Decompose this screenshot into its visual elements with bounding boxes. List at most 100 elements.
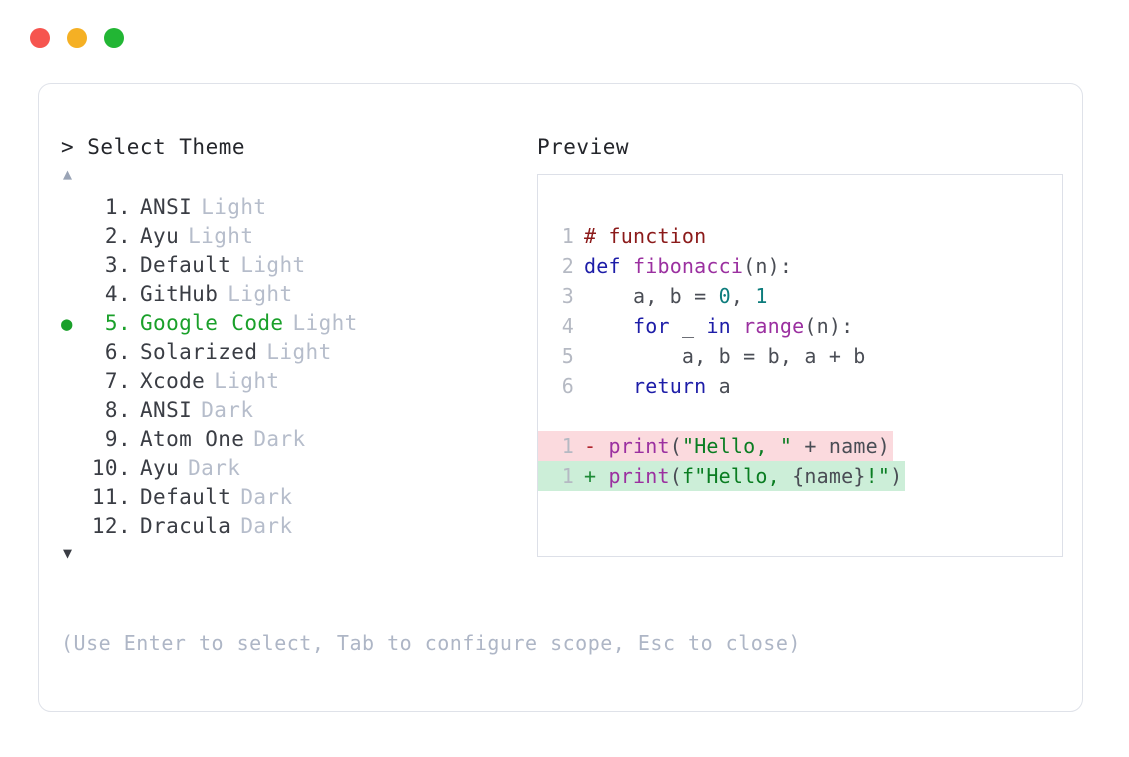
code-token: f"Hello,: [681, 464, 793, 488]
theme-item-name: Default: [140, 485, 232, 509]
page-title: > Select Theme: [61, 135, 246, 159]
line-number: 6: [561, 374, 574, 398]
code-line-text: for _ in range(n):: [584, 311, 853, 341]
code-line: 1 # function: [538, 221, 1062, 251]
theme-list-item[interactable]: 1. ANSI Light: [61, 193, 531, 222]
code-token: in: [706, 314, 731, 338]
code-token: fibonacci: [632, 254, 744, 278]
theme-list-item[interactable]: 12. Dracula Dark: [61, 512, 531, 541]
window-maximize-button[interactable]: [104, 28, 124, 48]
code-line: 6 return a: [538, 371, 1062, 401]
code-token: a, b =: [584, 284, 719, 308]
scroll-down-icon[interactable]: ▼: [63, 544, 73, 562]
line-number: 1: [561, 224, 574, 248]
theme-item-name: Ayu: [140, 456, 180, 480]
theme-item-name: GitHub: [140, 282, 219, 306]
code-token: return: [632, 374, 707, 398]
preview-label: Preview: [537, 135, 630, 159]
line-number: 1: [538, 461, 584, 491]
code-token: 0: [718, 284, 731, 308]
code-line-text: # function: [584, 221, 706, 251]
code-token: # function: [584, 224, 707, 248]
code-token: [584, 374, 633, 398]
code-token: [731, 314, 743, 338]
code-line: 4 for _ in range(n):: [538, 311, 1062, 341]
code-token: !": [865, 464, 891, 488]
code-token: ,: [730, 284, 756, 308]
theme-item-name: Solarized: [140, 340, 258, 364]
theme-item-name: Google Code: [140, 311, 284, 335]
code-line-text: def fibonacci(n):: [584, 251, 792, 281]
line-number: 4: [561, 314, 574, 338]
theme-item-mode: Dark: [253, 427, 306, 451]
diff-line-del: 1- print("Hello, " + name): [538, 431, 1062, 461]
code-line-text: a, b = 0, 1: [584, 281, 768, 311]
code-token: ): [890, 464, 903, 488]
line-number: 1: [538, 431, 584, 461]
theme-item-index: 6.: [104, 340, 131, 364]
code-token: (n):: [743, 254, 793, 278]
theme-list-item[interactable]: 8. ANSI Dark: [61, 396, 531, 425]
code-token: [584, 314, 633, 338]
line-number: 3: [561, 284, 574, 308]
theme-item-mode: Dark: [240, 514, 293, 538]
theme-item-mode: Dark: [240, 485, 293, 509]
theme-item-mode: Light: [188, 224, 254, 248]
code-token: _: [669, 314, 707, 338]
theme-item-mode: Dark: [201, 398, 254, 422]
theme-item-name: ANSI: [140, 398, 193, 422]
theme-item-index: 9.: [104, 427, 131, 451]
theme-item-index: 5.: [104, 311, 131, 335]
theme-item-mode: Dark: [188, 456, 241, 480]
theme-item-mode: Light: [240, 253, 306, 277]
theme-item-mode: Light: [292, 311, 358, 335]
diff-sign: +: [584, 464, 609, 488]
line-number: 2: [561, 254, 574, 278]
code-token: a: [706, 374, 731, 398]
code-line-text: return a: [584, 371, 731, 401]
window-close-button[interactable]: [30, 28, 50, 48]
theme-item-name: Xcode: [140, 369, 206, 393]
theme-list-item[interactable]: 9. Atom One Dark: [61, 425, 531, 454]
scroll-up-icon[interactable]: ▲: [63, 165, 73, 183]
theme-item-index: 8.: [104, 398, 131, 422]
diff-line-text: - print("Hello, " + name): [584, 431, 894, 461]
theme-item-index: 1.: [104, 195, 131, 219]
code-token: + name): [792, 434, 891, 458]
code-token: (: [669, 434, 682, 458]
theme-item-mode: Light: [201, 195, 267, 219]
theme-item-name: Atom One: [140, 427, 245, 451]
diff-line-text: + print(f"Hello, {name}!"): [584, 461, 906, 491]
theme-item-name: Dracula: [140, 514, 232, 538]
theme-item-mode: Light: [214, 369, 280, 393]
code-line: 3 a, b = 0, 1: [538, 281, 1062, 311]
theme-item-name: ANSI: [140, 195, 193, 219]
code-token: (: [669, 464, 682, 488]
diff-line-add: 1+ print(f"Hello, {name}!"): [538, 461, 1062, 491]
keyboard-hint: (Use Enter to select, Tab to configure s…: [61, 631, 801, 655]
code-token: range: [743, 314, 805, 338]
theme-item-index: 3.: [104, 253, 131, 277]
code-token: for: [632, 314, 670, 338]
window-minimize-button[interactable]: [67, 28, 87, 48]
code-token: "Hello, ": [681, 434, 793, 458]
theme-list-item[interactable]: 11. Default Dark: [61, 483, 531, 512]
theme-item-index: 11.: [91, 485, 131, 509]
theme-item-index: 12.: [91, 514, 131, 538]
code-line-text: a, b = b, a + b: [584, 341, 866, 371]
code-token: (n):: [804, 314, 854, 338]
theme-item-mode: Light: [227, 282, 293, 306]
window-titlebar: [30, 28, 124, 48]
